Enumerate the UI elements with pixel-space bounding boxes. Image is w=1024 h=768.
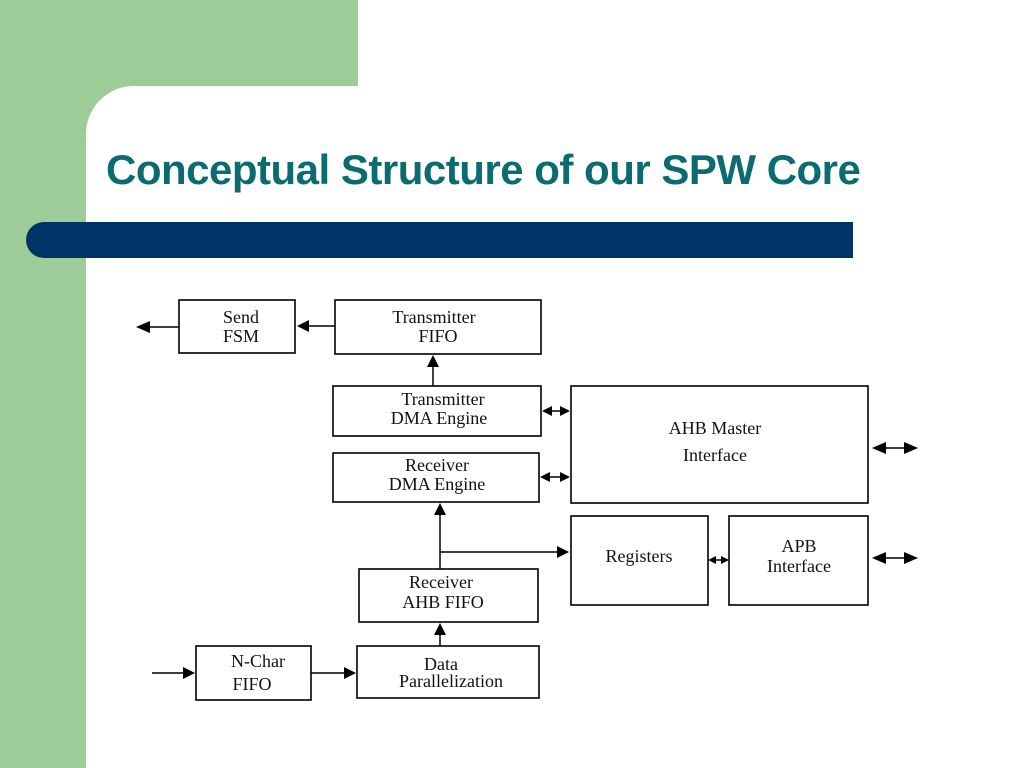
apb-external-bidirectional-arrow [872, 552, 918, 564]
ahb-master-label-1: AHB Master [669, 418, 762, 438]
n-char-fifo-label-2: FIFO [232, 674, 271, 694]
receiver-dma-engine-block: Receiver DMA Engine [332, 452, 540, 503]
send-fsm-block: Send FSM [178, 299, 296, 354]
data-parallelization-label-1: Data [424, 654, 458, 674]
transmitter-fifo-label-2: FIFO [418, 326, 457, 346]
apb-interface-label-1: APB [781, 536, 816, 556]
ahb-master-interface-block: AHB Master Interface [570, 385, 869, 504]
slide-title: Conceptual Structure of our SPW Core [106, 146, 861, 193]
send-fsm-output-arrow [136, 321, 179, 333]
transmitter-fifo-label-1: Transmitter [392, 307, 475, 327]
data-par-to-rx-fifo-arrow [434, 623, 446, 646]
receiver-dma-label-2: DMA Engine [389, 474, 486, 494]
receiver-dma-label-1: Receiver [405, 455, 469, 475]
apb-interface-block: APB Interface [728, 515, 869, 606]
nchar-to-data-par-arrow [311, 667, 356, 679]
data-parallelization-label-2: Parallelization [399, 671, 503, 691]
title-underline-bar [26, 222, 853, 258]
registers-block: Registers [570, 515, 709, 606]
tx-dma-to-tx-fifo-arrow [427, 355, 439, 386]
receiver-ahb-fifo-label-1: Receiver [409, 572, 473, 592]
data-parallelization-block: Data Parallelization [356, 645, 540, 699]
tx-dma-ahb-bidirectional-arrow [542, 406, 570, 416]
input-to-nchar-arrow [152, 667, 195, 679]
apb-interface-label-2: Interface [767, 556, 831, 576]
tx-fifo-to-send-fsm-arrow [297, 320, 335, 332]
ahb-master-label-2: Interface [683, 445, 747, 465]
n-char-fifo-block: N-Char FIFO [195, 645, 312, 701]
send-fsm-label-2: FSM [223, 326, 259, 346]
rx-fifo-to-rx-dma-arrow [434, 503, 446, 569]
send-fsm-label-1: Send [223, 307, 259, 327]
ahb-external-bidirectional-arrow [872, 442, 918, 454]
transmitter-dma-engine-block: Transmitter DMA Engine [332, 385, 542, 437]
receiver-ahb-fifo-block: Receiver AHB FIFO [358, 568, 539, 623]
transmitter-dma-label-2: DMA Engine [391, 408, 488, 428]
n-char-fifo-label-1: N-Char [231, 651, 285, 671]
transmitter-dma-label-1: Transmitter [401, 389, 484, 409]
rx-dma-ahb-bidirectional-arrow [540, 472, 570, 482]
transmitter-fifo-block: Transmitter FIFO [334, 299, 542, 355]
registers-apb-bidirectional-arrow [708, 556, 729, 564]
registers-label: Registers [606, 546, 673, 566]
rx-fifo-to-registers-arrow [440, 546, 569, 558]
receiver-ahb-fifo-label-2: AHB FIFO [402, 592, 484, 612]
